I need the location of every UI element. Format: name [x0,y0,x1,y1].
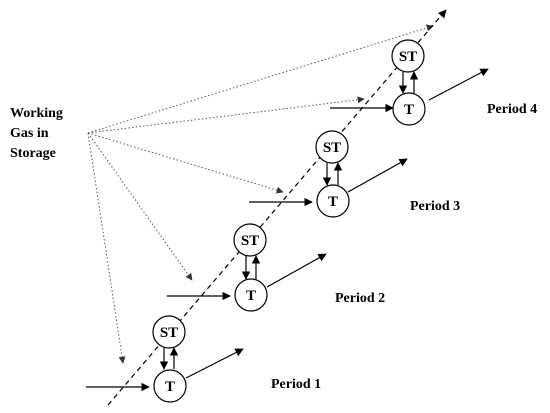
transmission-node-4-label: T [404,102,414,118]
period-3-label: Period 3 [410,199,460,214]
transmission-node-3-label: T [328,194,338,210]
storage-node-3-label: ST [323,140,341,156]
period-1-group: ST T Period 1 [86,315,321,403]
period-3-group: ST T Period 3 [249,130,460,218]
transmission-node-3 [316,184,350,218]
dotted-arrow-to-beyond [87,24,434,134]
dotted-arrow-to-t1 [87,132,126,364]
period-4-label: Period 4 [487,102,537,117]
period-2-group: ST T Period 2 [167,223,385,312]
period-4-group: ST T Period 4 [330,39,537,126]
storage-node-1-label: ST [160,325,178,341]
storage-node-3 [315,130,349,164]
storage-node-2-label: ST [241,233,259,249]
storage-node-2 [233,223,267,257]
outflow-arrow-3 [347,158,408,193]
transmission-node-2-label: T [246,288,256,304]
period-1-label: Period 1 [271,377,321,392]
transmission-node-4 [392,92,426,126]
source-label-line-2: Gas in [10,126,49,141]
dotted-arrow-to-t3 [87,132,284,194]
source-label-line-3: Storage [10,146,56,161]
outflow-arrow-1 [185,348,244,379]
source-label-line-1: Working [10,106,63,121]
dotted-arrow-to-t2 [87,132,193,281]
outflow-arrow-2 [266,253,327,288]
dotted-arrow-to-t4 [87,96,365,134]
storage-node-4 [391,39,425,73]
transmission-node-1-label: T [165,379,175,395]
storage-node-4-label: ST [399,49,417,65]
period-2-label: Period 2 [335,291,385,306]
time-axis-dashed-arrow [107,9,447,406]
source-label: Working Gas in Storage [10,106,66,161]
storage-node-1 [152,315,186,349]
transmission-node-1 [153,369,187,403]
transmission-node-2 [234,278,268,312]
outflow-arrow-4 [428,68,489,101]
